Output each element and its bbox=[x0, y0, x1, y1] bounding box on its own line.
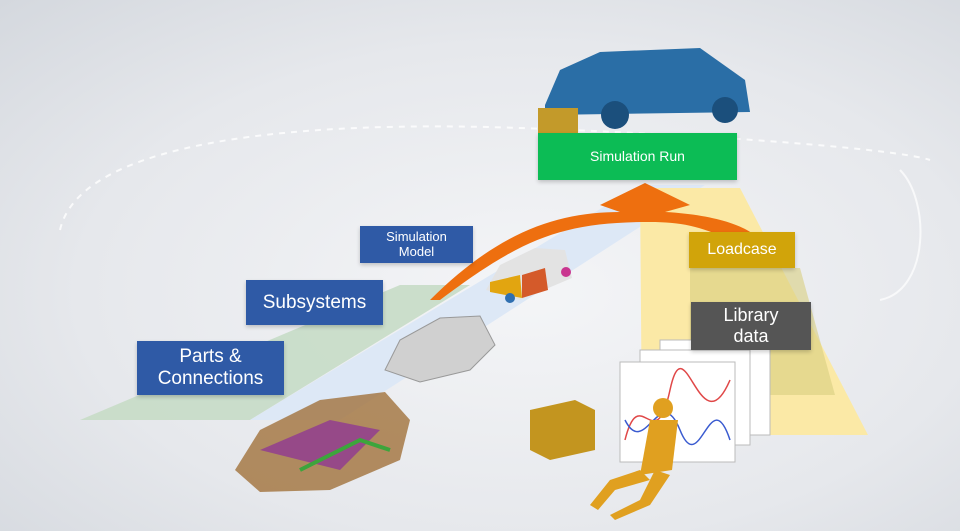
simulation-model-label-line1: Simulation bbox=[386, 228, 447, 244]
flow-arrow bbox=[370, 183, 760, 300]
parts-label-line2: Connections bbox=[157, 368, 264, 389]
simulation-model-car-icon bbox=[486, 248, 572, 303]
subsystems-label: Subsystems bbox=[262, 291, 367, 313]
body-in-white-car-icon bbox=[384, 315, 496, 383]
subsystems-box: Subsystems bbox=[246, 280, 383, 325]
library-label-line1: Library bbox=[723, 305, 779, 326]
orbit-line-right bbox=[879, 169, 922, 301]
cargo-box-icon bbox=[530, 400, 595, 460]
simulation-model-box: Simulation Model bbox=[360, 226, 473, 263]
final-car-icon bbox=[538, 48, 750, 133]
parts-car-icon bbox=[235, 392, 410, 492]
model-path bbox=[250, 185, 705, 420]
parts-label-line1: Parts & bbox=[179, 346, 242, 368]
simulation-run-label: Simulation Run bbox=[590, 148, 685, 165]
parts-connections-box: Parts & Connections bbox=[137, 341, 284, 395]
simulation-run-box: Simulation Run bbox=[538, 133, 737, 180]
loadcase-label: Loadcase bbox=[707, 240, 777, 258]
dummy-figure-icon bbox=[590, 398, 678, 520]
simulation-model-label-line2: Model bbox=[398, 243, 435, 259]
library-label-line2: data bbox=[733, 326, 769, 346]
orbit-line bbox=[59, 125, 931, 231]
library-charts-icon bbox=[619, 339, 771, 463]
loadcase-box: Loadcase bbox=[689, 232, 795, 268]
library-data-box: Library data bbox=[691, 302, 811, 350]
